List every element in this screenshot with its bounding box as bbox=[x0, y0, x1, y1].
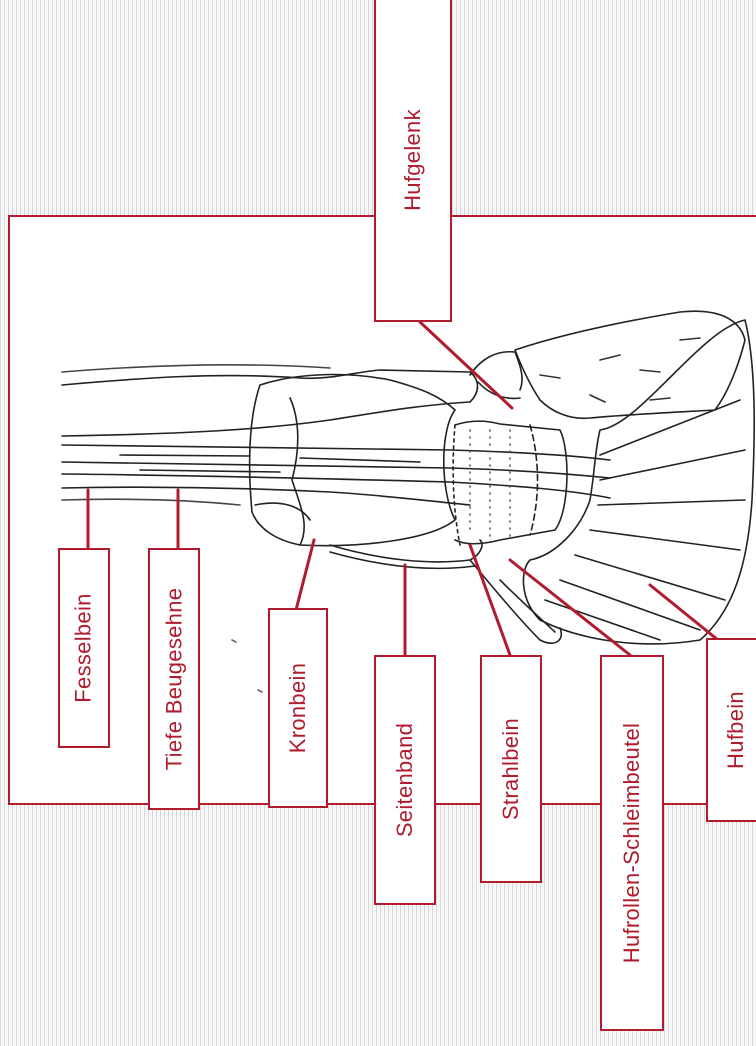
label-hufbein: Hufbein bbox=[706, 638, 756, 822]
leader-hufbein bbox=[650, 585, 718, 640]
label-hufrollen-schleimbeutel: Hufrollen-Schleimbeutel bbox=[600, 655, 664, 1031]
leader-kronbein bbox=[296, 540, 314, 610]
label-seitenband: Seitenband bbox=[374, 655, 436, 905]
sehne-lower-outline bbox=[62, 487, 470, 505]
label-tiefe-beugesehne: Tiefe Beugesehne bbox=[148, 548, 200, 810]
label-fesselbein: Fesselbein bbox=[58, 548, 110, 748]
label-hufgelenk: Hufgelenk bbox=[374, 0, 452, 322]
hufbein-upper bbox=[515, 311, 745, 418]
hufbein-fan bbox=[523, 320, 754, 644]
label-kronbein: Kronbein bbox=[268, 608, 328, 808]
fesselbein-shape bbox=[62, 370, 478, 436]
strahlbein-shape bbox=[455, 421, 567, 544]
label-strahlbein: Strahlbein bbox=[480, 655, 542, 883]
